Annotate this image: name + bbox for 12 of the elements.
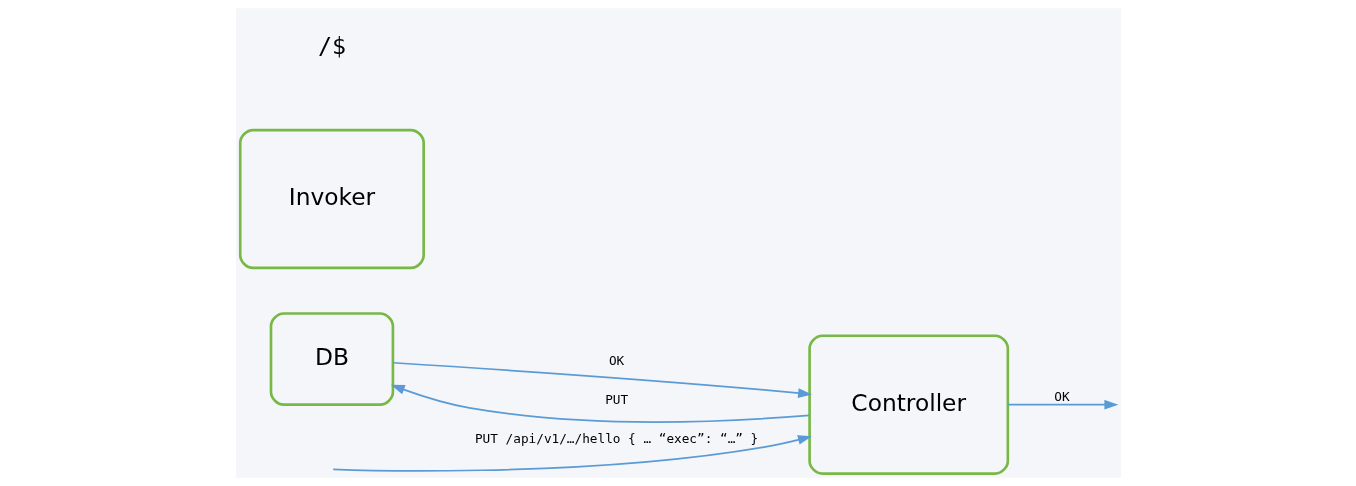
label: /$ (317, 32, 346, 60)
edge-label: PUT (604, 392, 628, 408)
arrow (391, 361, 812, 398)
edge-label: OK (608, 353, 624, 369)
node-box: DB (269, 312, 394, 406)
arrow (331, 435, 812, 472)
edge-label: PUT /api/v1/…/hello { … “exec”: “…” } (474, 431, 758, 447)
node-box: Invoker (238, 128, 425, 270)
arrow (390, 384, 810, 423)
arrow (1006, 399, 1118, 410)
node-box: Controller (807, 334, 1009, 475)
edge-label: OK (1053, 389, 1070, 405)
